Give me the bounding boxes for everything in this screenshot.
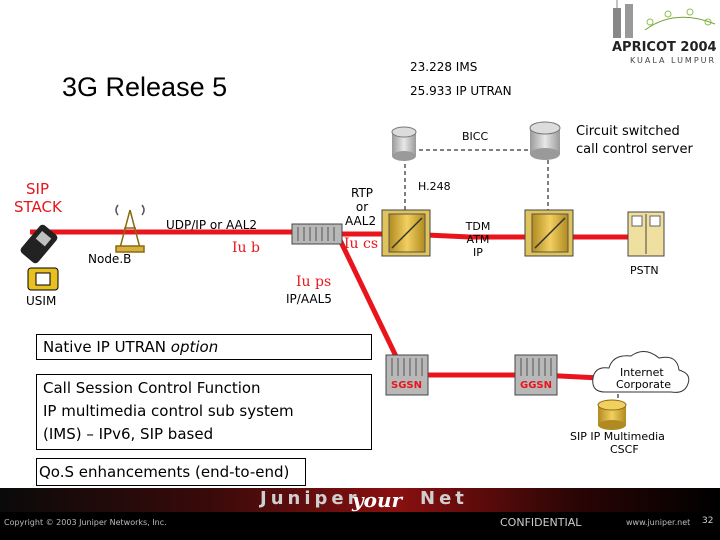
bicc-label: BICC: [462, 130, 489, 143]
cscf-label-1: SIP IP Multimedia: [570, 430, 665, 443]
iups-label: Iu ps: [296, 274, 332, 290]
h248-label: H.248: [418, 180, 451, 193]
node-b-antenna-icon: [115, 204, 145, 253]
iub-label: Iu b: [232, 240, 260, 256]
pstn-switch-icon: [627, 211, 665, 257]
rnc-gear-icon: [291, 223, 343, 245]
slide-title: 3G Release 5: [62, 72, 228, 102]
footer-confidential: CONFIDENTIAL: [500, 516, 582, 529]
spec-ims: 23.228 IMS: [410, 60, 478, 74]
rtp-label-3: AAL2: [345, 214, 377, 228]
ggsn-label: GGSN: [520, 380, 552, 391]
sgsn-label: SGSN: [391, 380, 422, 391]
sip-stack-label-2: STACK: [14, 198, 62, 216]
cscf-desc-line-3: (IMS) – IPv6, SIP based: [43, 425, 214, 443]
pstn-label: PSTN: [630, 264, 659, 277]
bearer-path: [30, 229, 630, 381]
rtp-label-1: RTP: [350, 186, 374, 200]
corporate-label: Corporate: [616, 378, 671, 391]
footer-bar: Juniper your Net Copyright © 2003 Junipe…: [0, 488, 720, 540]
call-server-database-icon: [529, 121, 561, 160]
cscf-description-box: Call Session Control Function IP multime…: [36, 374, 372, 450]
iucs-label: Iu cs: [344, 236, 379, 252]
internet-label: Internet: [620, 366, 664, 379]
internet-cloud-icon: [592, 351, 690, 393]
apricot-logo-title: APRICOT 2004: [612, 40, 717, 55]
bicc-database-icon: [391, 126, 417, 161]
brand-juniper: Juniper: [260, 488, 361, 509]
udp-ip-label: UDP/IP or AAL2: [166, 218, 258, 232]
cscf-database-icon: [597, 399, 627, 430]
apricot-logo: [613, 0, 716, 38]
footer-page-number: 32: [702, 516, 714, 526]
circuit-server-label-1: Circuit switched: [576, 124, 680, 139]
tdm-label-1: TDM: [465, 220, 491, 233]
usim-label: USIM: [26, 294, 57, 308]
tdm-label-3: IP: [473, 246, 483, 259]
footer-url: www.juniper.net: [626, 518, 691, 527]
native-ip-utran-text: Native IP UTRAN: [43, 338, 171, 356]
ggsn-node-icon: [514, 354, 558, 396]
media-gateway-icon: [381, 209, 431, 257]
usim-card-icon: [27, 267, 59, 291]
mobile-phone-icon: [20, 224, 58, 264]
rtp-label-2: or: [355, 200, 369, 214]
cscf-label-2: CSCF: [610, 443, 639, 456]
node-b-label: Node.B: [88, 252, 132, 266]
footer-copyright: Copyright © 2003 Juniper Networks, Inc.: [4, 518, 167, 527]
apricot-logo-subtitle: KUALA LUMPUR: [630, 56, 717, 65]
sgsn-node-icon: [385, 354, 429, 396]
footer-band: [0, 488, 720, 512]
brand-net: Net: [420, 488, 468, 509]
media-gateway-icon: [524, 209, 574, 257]
brand-your: your: [352, 488, 403, 512]
cscf-desc-line-2: IP multimedia control sub system: [43, 402, 294, 420]
circuit-server-label-2: call control server: [576, 142, 693, 157]
qos-box: Qo.S enhancements (end-to-end): [36, 458, 306, 486]
tdm-label-2: ATM: [466, 233, 490, 246]
native-ip-utran-option: option: [170, 338, 219, 356]
native-ip-utran-box: Native IP UTRAN option: [36, 334, 372, 360]
cscf-desc-line-1: Call Session Control Function: [43, 379, 261, 397]
ip-aal5-label: IP/AAL5: [286, 292, 332, 306]
spec-utran: 25.933 IP UTRAN: [410, 84, 512, 98]
sip-stack-label-1: SIP: [26, 180, 49, 198]
